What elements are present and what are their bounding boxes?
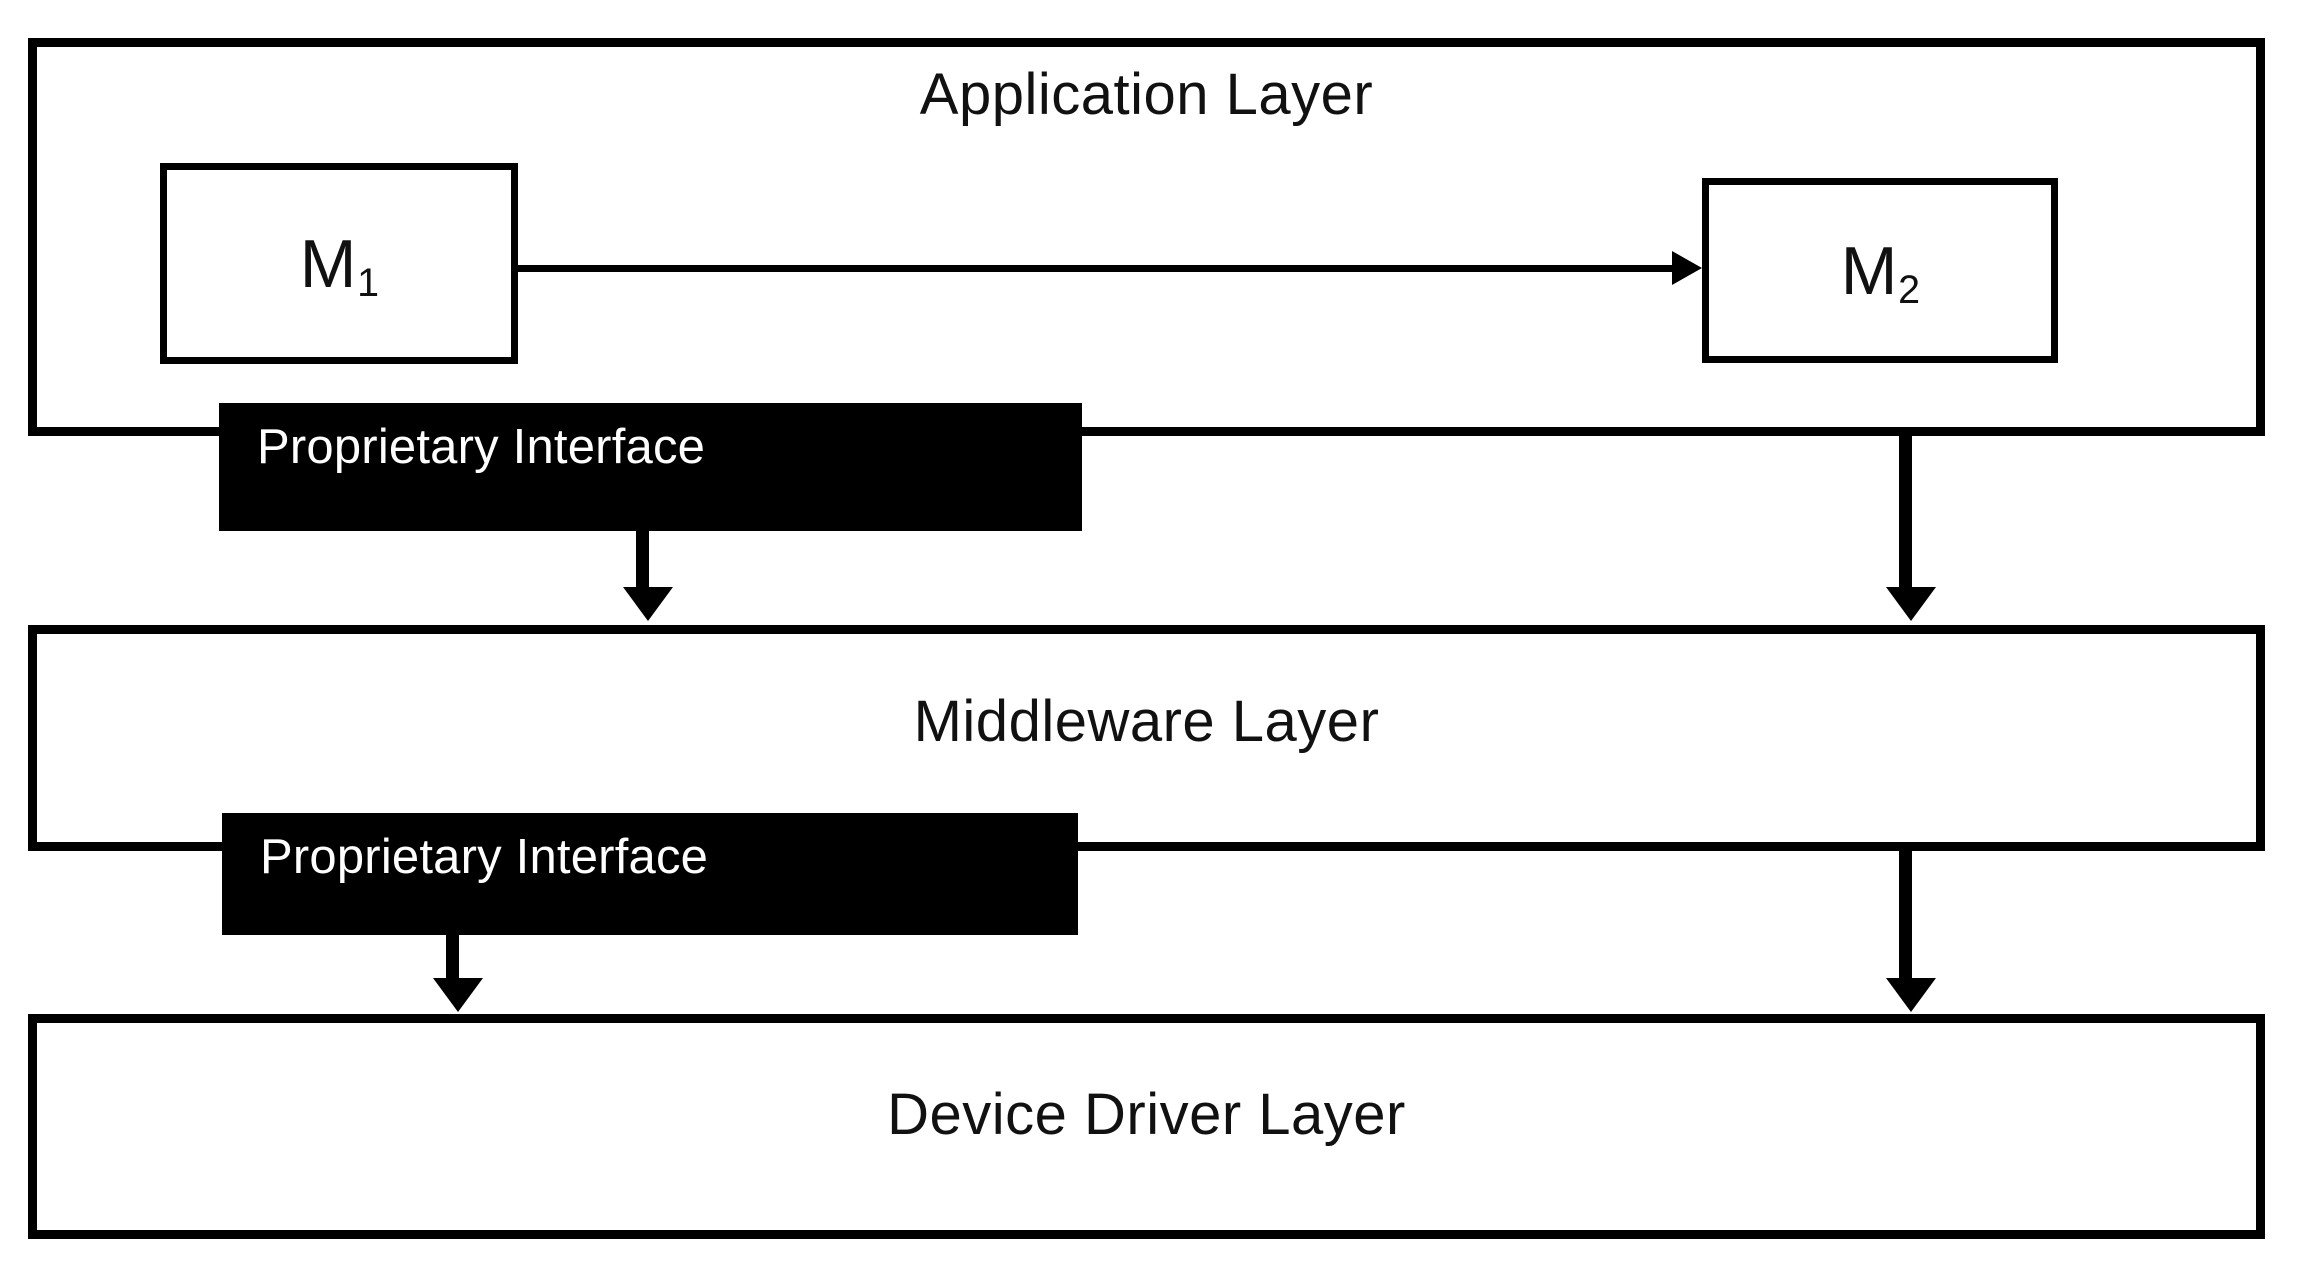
arrow-head-right-icon (1672, 251, 1702, 285)
application-layer-title: Application Layer (919, 62, 1374, 127)
connector-middleware-right-to-device-line (1899, 851, 1912, 980)
arrow-head-down-icon (1886, 978, 1936, 1012)
middleware-proprietary-interface-label: Proprietary Interface (260, 830, 709, 884)
module-label-m2: M2 (1841, 237, 1920, 310)
arrow-head-down-icon (433, 978, 483, 1012)
middleware-layer-title: Middleware Layer (913, 689, 1380, 754)
connector-app-interface-to-middleware-line (636, 531, 649, 589)
module-label-m1-base: M (299, 225, 357, 302)
module-label-m2-base: M (1840, 232, 1898, 309)
module-label-m2-subscript: 2 (1898, 267, 1921, 312)
middleware-layer-box: Middleware Layer (28, 625, 2265, 851)
device-driver-layer-title: Device Driver Layer (887, 1082, 1406, 1147)
module-label-m1: M1 (300, 230, 379, 303)
arrow-head-down-icon (1886, 587, 1936, 621)
connector-app-right-to-middleware-line (1899, 436, 1912, 589)
application-proprietary-interface-label: Proprietary Interface (257, 420, 706, 474)
application-proprietary-interface-bar[interactable]: Proprietary Interface (219, 403, 1082, 531)
module-label-m1-subscript: 1 (357, 260, 380, 305)
module-box-m1[interactable]: M1 (160, 163, 518, 364)
middleware-proprietary-interface-bar[interactable]: Proprietary Interface (222, 813, 1078, 935)
connector-m1-to-m2-line (518, 265, 1678, 272)
module-box-m2[interactable]: M2 (1702, 178, 2058, 363)
arrow-head-down-icon (623, 587, 673, 621)
device-driver-layer-box: Device Driver Layer (28, 1014, 2265, 1239)
connector-middleware-interface-to-device-line (446, 935, 459, 980)
